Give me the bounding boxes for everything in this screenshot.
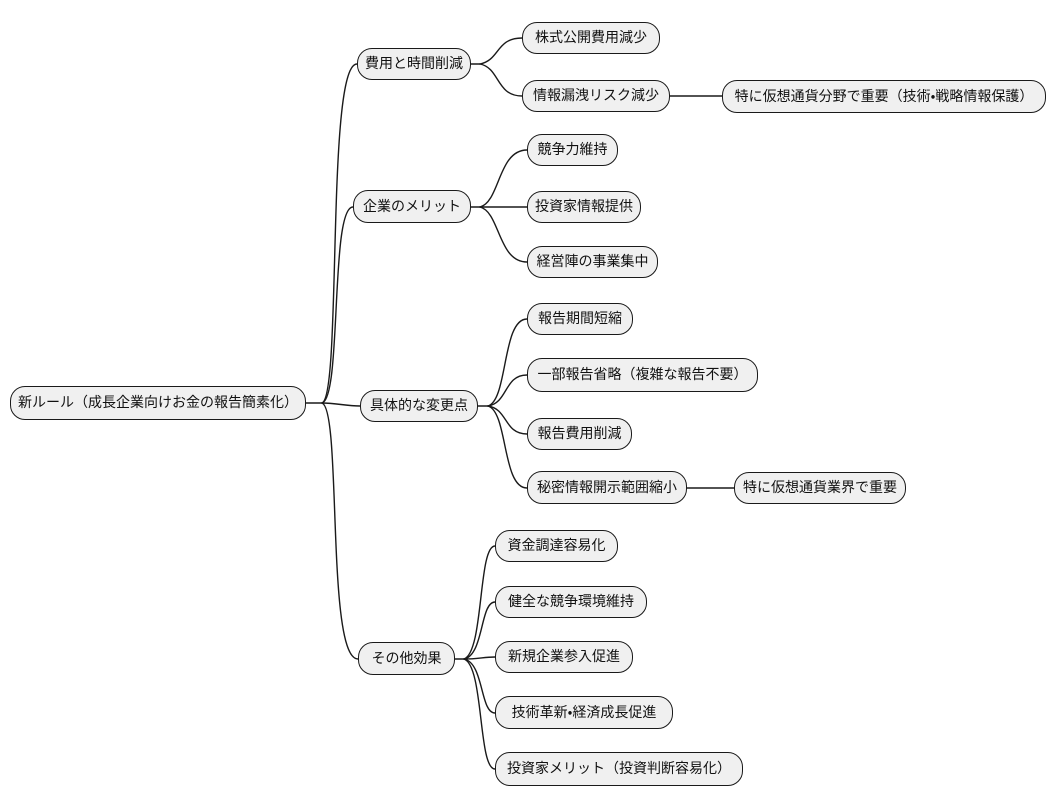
node-report-cost-reduction: 報告費用削減: [527, 418, 632, 450]
node-investor-info-provision: 投資家情報提供: [527, 191, 641, 223]
edge-b3-b3c3: [487, 405, 528, 435]
node-crypto-field-important: 特に仮想通貨分野で重要（技術・戦略情報保護）: [722, 80, 1046, 113]
edge-root-b2: [321, 206, 354, 404]
node-healthy-competition-keep: 健全な競争環境維持: [495, 586, 647, 618]
edge-b3-b3c4: [487, 405, 528, 489]
node-secret-disclosure-scope-reduction: 秘密情報開示範囲縮小: [527, 471, 687, 504]
node-competitiveness-keep: 競争力維持: [527, 134, 618, 166]
node-info-leak-risk-decrease: 情報漏洩リスク減少: [522, 80, 670, 112]
edge-root-b3: [321, 402, 361, 407]
edge-b2-b2c3: [479, 206, 528, 263]
edge-b3-b3c1: [487, 318, 528, 407]
node-other-effects: その他効果: [358, 642, 455, 675]
edge-b4-b4c4: [463, 658, 496, 714]
node-report-period-shortening: 報告期間短縮: [527, 303, 633, 335]
node-new-entry-promotion: 新規企業参入促進: [495, 641, 633, 673]
edge-root-b4: [321, 402, 359, 660]
node-crypto-industry-important: 特に仮想通貨業界で重要: [734, 472, 906, 504]
node-fundraising-ease: 資金調達容易化: [495, 530, 618, 562]
node-concrete-changes: 具体的な変更点: [360, 390, 478, 422]
node-ipo-cost-decrease: 株式公開費用減少: [522, 22, 660, 54]
node-root: 新ルール（成長企業向けお金の報告簡素化）: [10, 386, 306, 420]
node-tech-innovation-growth: 技術革新・経済成長促進: [495, 696, 673, 729]
edge-b3-b3c2: [487, 374, 528, 407]
edge-b4-b4c5: [463, 658, 496, 770]
edge-root-b1: [321, 63, 358, 404]
edge-b4-b4c3: [463, 656, 496, 660]
edge-b2-b2c1: [479, 149, 528, 208]
node-management-business-focus: 経営陣の事業集中: [527, 246, 658, 278]
edge-b4-b4c2: [463, 601, 496, 660]
edge-b4-b4c1: [463, 545, 496, 660]
node-partial-report-omission: 一部報告省略（複雑な報告不要）: [527, 358, 758, 392]
edge-b1-b1c2: [479, 63, 523, 97]
node-cost-time-reduction: 費用と時間削減: [357, 48, 471, 80]
node-company-merits: 企業のメリット: [353, 190, 471, 223]
node-investor-merit: 投資家メリット（投資判断容易化）: [495, 752, 743, 786]
edge-b1-b1c1: [479, 37, 523, 65]
